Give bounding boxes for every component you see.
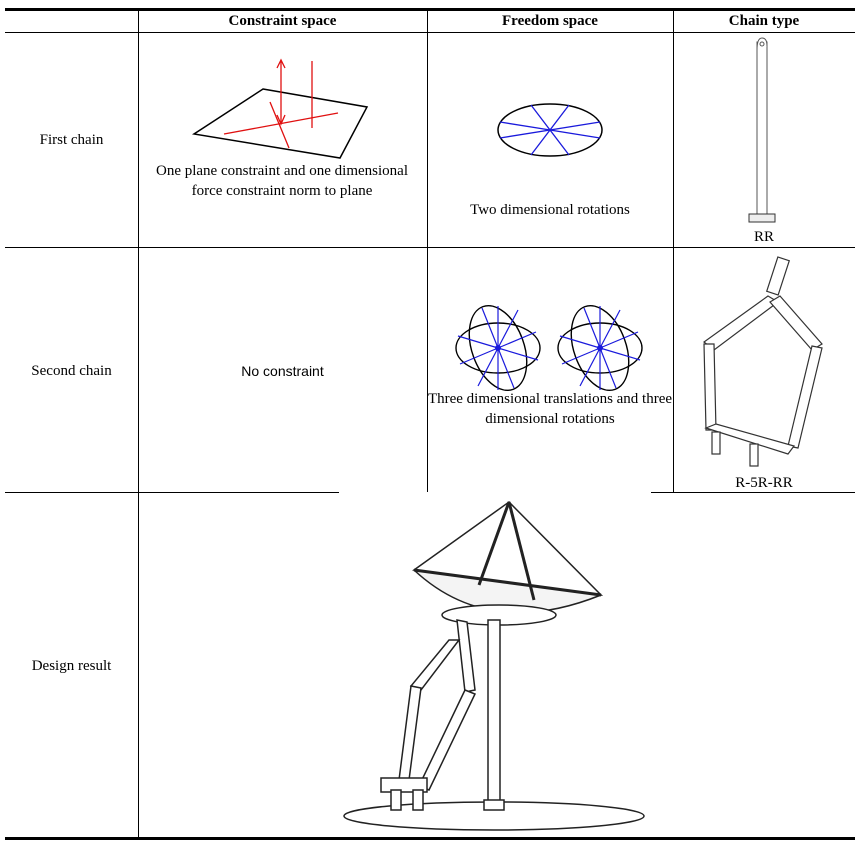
col-divider-2: [427, 11, 428, 492]
bottom-rule: [5, 837, 855, 840]
row1-rule: [5, 247, 855, 248]
col-divider-3: [673, 11, 674, 492]
row-label-first-chain: First chain: [39, 132, 104, 148]
first-chain-constraint-text: One plane constraint and one dimensional…: [155, 163, 408, 199]
design-result-figure: [343, 501, 645, 831]
six-dof-figure: [455, 305, 643, 391]
header-constraint-space: Constraint space: [228, 13, 337, 29]
col-divider-1: [138, 11, 139, 837]
second-chain-freedom-text: Three dimensional translations and three…: [427, 391, 673, 427]
first-chain-freedom-text: Two dimensional rotations: [470, 202, 630, 218]
plane-constraint-figure: [191, 58, 369, 159]
first-chain-type: RR: [753, 229, 774, 245]
rr-chain-figure: [748, 37, 776, 223]
second-chain-constraint-text: No constraint: [241, 363, 324, 379]
r5r-rr-chain-figure: [703, 256, 823, 467]
header-rule: [5, 32, 855, 33]
row2-rule-left: [5, 492, 339, 493]
two-rotations-figure: [497, 103, 603, 157]
top-rule: [5, 8, 855, 11]
header-chain-type: Chain type: [728, 13, 800, 29]
row2-rule-right: [651, 492, 855, 493]
header-freedom-space: Freedom space: [502, 13, 598, 29]
row-label-second-chain: Second chain: [31, 363, 112, 379]
second-chain-type: R-5R-RR: [735, 475, 793, 491]
row-label-design-result: Design result: [31, 658, 112, 674]
